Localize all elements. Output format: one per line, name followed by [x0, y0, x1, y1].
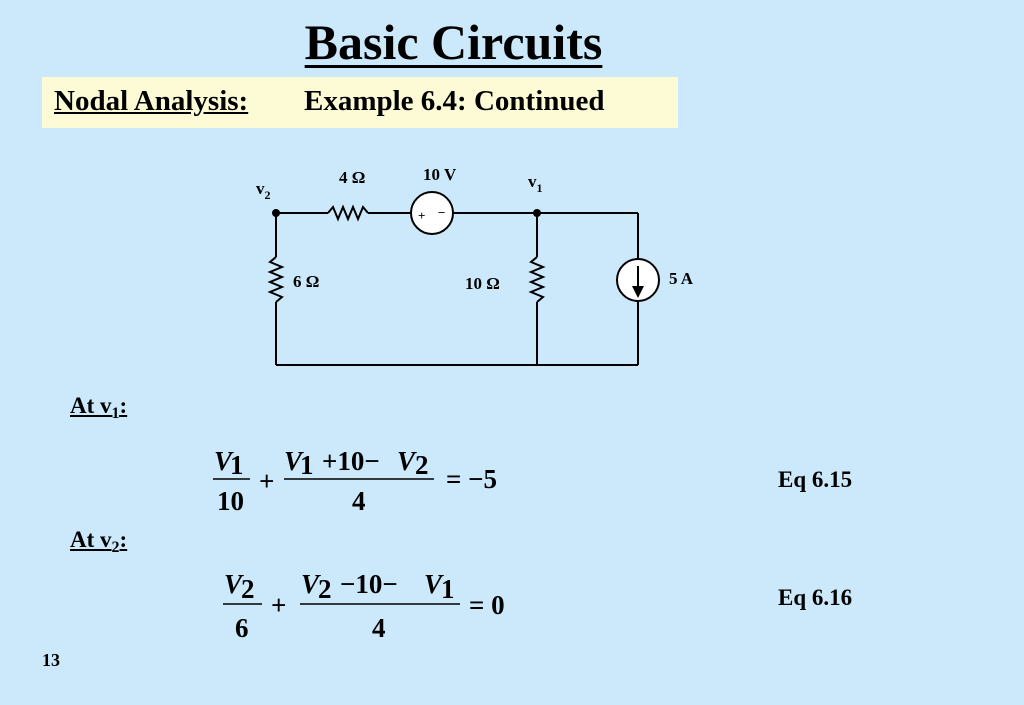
eq2-t2-num-var-a: V	[301, 569, 321, 599]
node-v1-dot	[533, 209, 541, 217]
subtitle-topic: Nodal Analysis:	[54, 85, 249, 117]
eq1-t2-num-sub-b: 2	[415, 450, 429, 480]
eq2-label: Eq 6.16	[778, 585, 852, 610]
section-label-v2-text: At v	[70, 527, 112, 552]
resistor-6ohm	[267, 256, 285, 303]
section-label-v2: At v2:	[70, 527, 128, 556]
node-v2-dot	[272, 209, 280, 217]
eq1-plus: +	[259, 466, 274, 496]
label-node-v1: v1	[528, 172, 543, 195]
eq1-t1-den: 10	[217, 486, 244, 516]
section-label-v1-text: At v	[70, 393, 112, 418]
eq2-t2-num-sub-a: 2	[318, 574, 332, 604]
label-r-mid: 10 Ω	[465, 274, 500, 293]
eq2-t2-mid: −10−	[340, 569, 398, 599]
source-plus-sign: +	[418, 208, 425, 223]
section-label-v2-colon: :	[119, 527, 128, 552]
subtitle-text: Example 6.4: Continued	[304, 85, 605, 117]
resistor-4ohm	[327, 204, 369, 222]
eq1-t2-den: 4	[352, 486, 366, 516]
eq1-t1-num-var: V	[214, 446, 234, 476]
eq2-t1-den: 6	[235, 613, 249, 643]
section-label-v1-colon: :	[119, 393, 128, 418]
eq1-t1-num-sub: 1	[230, 450, 244, 480]
eq1-t2-num-var-a: V	[284, 446, 304, 476]
label-node-v2-main: v	[256, 179, 265, 198]
eq2-t2-den: 4	[372, 613, 386, 643]
page-number: 13	[42, 650, 60, 670]
section-label-v2-sub: 2	[111, 539, 120, 556]
label-node-v1-main: v	[528, 172, 537, 191]
label-source-i: 5 A	[669, 269, 694, 288]
current-arrow-head	[632, 286, 644, 298]
label-source-v: 10 V	[423, 165, 457, 184]
eq1-rhs: = −5	[446, 464, 497, 494]
section-label-v1-sub: 1	[111, 405, 120, 422]
section-label-v1: At v1:	[70, 393, 128, 422]
label-node-v2: v2	[256, 179, 271, 202]
eq1-t2-mid: +10−	[322, 446, 380, 476]
label-r-left: 6 Ω	[293, 272, 319, 291]
subtitle-banner	[42, 77, 678, 128]
eq1-t2-num-sub-a: 1	[300, 450, 314, 480]
page-title-text: Basic Circuits	[304, 14, 603, 70]
source-minus-sign: −	[438, 205, 445, 220]
label-node-v1-sub: 1	[537, 181, 543, 195]
eq2-t2-num-sub-b: 1	[441, 574, 455, 604]
page-title: Basic Circuits	[0, 12, 907, 72]
label-r-top: 4 Ω	[339, 168, 365, 187]
eq2-plus: +	[271, 590, 286, 620]
label-node-v2-sub: 2	[265, 188, 271, 202]
eq2-t2-num-var-b: V	[424, 569, 444, 599]
eq2-t1-num-var: V	[224, 569, 244, 599]
eq1-t2-num-var-b: V	[397, 446, 417, 476]
eq2-t1-num-sub: 2	[241, 574, 255, 604]
resistor-10ohm	[528, 256, 546, 303]
eq2-rhs: = 0	[469, 590, 505, 620]
eq1-label: Eq 6.15	[778, 467, 852, 492]
